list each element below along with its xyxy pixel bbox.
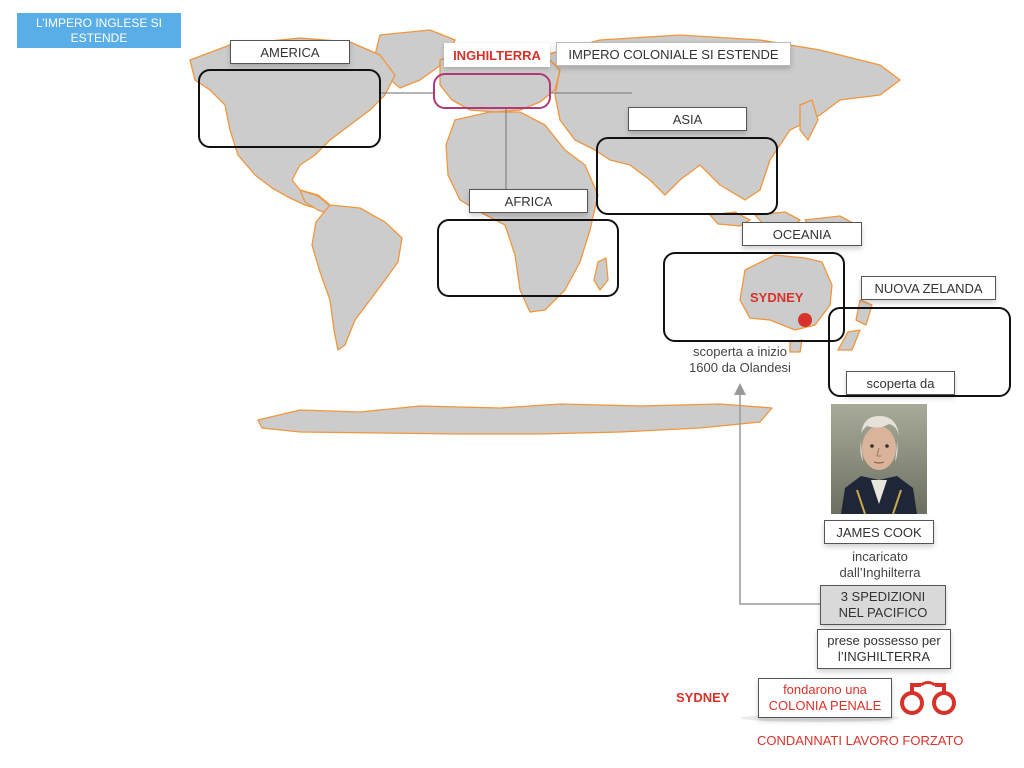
label-spedizioni: 3 SPEDIZIONI NEL PACIFICO bbox=[820, 585, 946, 625]
label-james-cook: JAMES COOK bbox=[824, 520, 934, 544]
scoperta-olandesi-text: scoperta a inizio 1600 da Olandesi bbox=[689, 344, 791, 375]
page-title: L’IMPERO INGLESE SI ESTENDE bbox=[17, 13, 181, 48]
oceania-region-box bbox=[663, 252, 845, 342]
label-possesso: prese possesso per l’INGHILTERRA bbox=[817, 629, 951, 669]
label-america: AMERICA bbox=[230, 40, 350, 64]
inghilterra-region-box bbox=[433, 73, 551, 109]
condannati-text: CONDANNATI LAVORO FORZATO bbox=[757, 733, 964, 748]
label-nuova-zelanda: NUOVA ZELANDA bbox=[861, 276, 996, 300]
portrait-icon bbox=[831, 404, 927, 514]
label-asia: ASIA bbox=[628, 107, 747, 131]
nuova-zelanda-region-box bbox=[828, 307, 1011, 397]
label-africa: AFRICA bbox=[469, 189, 588, 213]
label-colonia-penale: fondarono una COLONIA PENALE bbox=[758, 678, 892, 718]
sydney-dot-icon bbox=[798, 313, 812, 327]
arrow-up-icon bbox=[734, 383, 746, 395]
incaricato-text: incaricato dall’Inghilterra bbox=[839, 549, 921, 580]
asia-region-box bbox=[596, 137, 778, 215]
america-region-box bbox=[198, 69, 381, 148]
sydney-map-label: SYDNEY bbox=[750, 290, 804, 305]
africa-region-box bbox=[437, 219, 619, 297]
label-scoperta-da: scoperta da bbox=[846, 371, 955, 395]
handcuffs-icon bbox=[900, 681, 956, 715]
label-inghilterra: INGHILTERRA bbox=[444, 43, 550, 67]
label-oceania: OCEANIA bbox=[742, 222, 862, 246]
sydney-bottom-label: SYDNEY bbox=[676, 690, 730, 705]
label-impero-coloniale: IMPERO COLONIALE SI ESTENDE bbox=[556, 42, 791, 66]
